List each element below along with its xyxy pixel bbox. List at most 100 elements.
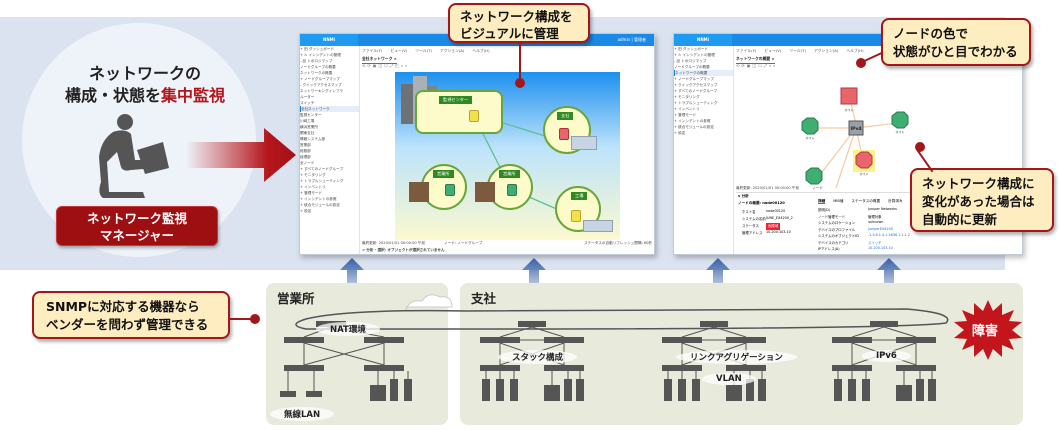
server-icon [848,379,856,401]
menu-item[interactable]: アクション(A) [439,48,465,53]
sidebar-item[interactable]: + クイックアクセスマップ [674,83,718,87]
detail-tab[interactable]: 計算済み [888,199,903,203]
sidebar-item[interactable]: 総務部 [300,149,311,153]
node-critical-top[interactable]: ホスト [840,87,858,112]
detail-value: node00120 [766,209,786,213]
analysis-title[interactable]: v 分析 [738,194,749,198]
tab-network[interactable]: 全社ネットワーク × [362,56,397,64]
cloud-icon [405,294,453,312]
sidebar-item[interactable]: + 設定 [300,209,312,213]
menu-item[interactable]: ヘルプ(H) [472,48,490,53]
detail-key: システムの名前 [742,217,766,221]
sidebar-item[interactable]: ノードグループの概要 [300,65,336,69]
topology-map-canvas[interactable]: 監視センター 支社 営業所 営業所 工場 [395,72,620,240]
sidebar-item[interactable]: + モニタリング [300,173,326,177]
detail-key: 管理アドレス [742,231,763,235]
callout-auto-update: ネットワーク構成に 変化があった場合は 自動的に更新 [910,168,1054,232]
group-label-monitoring-center: 監視センター [439,96,473,104]
sidebar-item[interactable]: + 統合モジュールの設定 [674,125,714,129]
sidebar-item[interactable]: - クイックアクセスマップ [300,83,342,87]
sidebar-item[interactable]: + 田 ダッシュボード [674,47,709,51]
sidebar-item[interactable]: 川崎工場 [300,119,315,123]
menu-item[interactable]: ファイル(F) [362,48,383,53]
sidebar-item[interactable]: 全ノード [300,161,315,165]
menu-item[interactable]: ビュー(V) [764,48,782,53]
sidebar-item[interactable]: 経理部 [300,155,311,159]
map-toolbar[interactable]: ⟲⟳▣◫☐⤢◰⌕⌕ [362,63,410,68]
sidebar-item[interactable]: + 管理モード [300,191,323,195]
sidebar-item[interactable]: + トラブルシューティング [300,179,344,183]
status-node: ノード [812,186,823,190]
detail-value: 危険域 [766,223,781,230]
sidebar-item[interactable]: + インベントリ [674,107,700,111]
sidebar-item[interactable]: + モニタリング [674,95,700,99]
hero-headline: ネットワークの 構成・状態を集中監視 [30,63,260,107]
server-icon [576,379,584,401]
sidebar-item[interactable]: + 管理モード [674,113,697,117]
network-link [681,326,715,338]
menu-item[interactable]: ファイル(F) [736,48,757,53]
sidebar-item[interactable]: ルーター [300,95,315,99]
sidebar-item[interactable]: + インシデントの参照 [300,197,337,201]
user-info[interactable]: admin | 管理者 [617,37,646,42]
sidebar-item[interactable]: 情報システム部 [300,137,326,141]
sidebar-item[interactable]: 横浜営業所 [300,125,318,129]
network-overview-graph[interactable]: ホスト IPv4 ホスト ホスト ホスト [736,68,986,188]
node-factory[interactable] [571,210,581,222]
sidebar-item[interactable]: ネットワークの概要 [300,71,333,75]
tab-network-overview[interactable]: ネットワークの概要 × [736,56,775,64]
detail-key: ステータス [742,224,759,228]
node-sales-office-1[interactable] [445,184,455,196]
detail-tab[interactable]: ステータスの概要 [851,199,881,203]
menu-item[interactable]: ヘルプ(H) [846,48,864,53]
node-sales-office-2[interactable] [507,184,517,196]
sidebar-item[interactable]: + インベントリ [300,185,326,189]
node-router-ipv4[interactable]: IPv4 [848,120,864,136]
node-normal-right[interactable]: ホスト [891,111,909,134]
sidebar-item[interactable]: - 品 トポロジマップ [300,59,333,63]
detail-tab[interactable]: 詳細 [818,199,826,204]
sidebar-item[interactable]: + トラブルシューティング [674,101,718,105]
sidebar-item[interactable]: + すべてのノードグループ [674,89,718,93]
menu-item[interactable]: アクション(A) [813,48,839,53]
sidebar-item[interactable]: + 田 ダッシュボード [300,47,335,51]
sidebar-item[interactable]: + インシデントの参照 [674,119,711,123]
detail-tab[interactable]: MIB値 [833,199,844,203]
map-toolbar[interactable]: ⟲⟳▣◫☐⤢⌕⌕ [736,63,778,68]
node-monitoring-center[interactable] [469,110,479,122]
node-normal-bottom[interactable] [805,167,823,185]
node-critical-highlighted[interactable]: ホスト [853,150,875,176]
sidebar-item[interactable]: スイッチ [300,101,315,105]
wireless-ap-icon [280,391,296,397]
detail-value: 10.200.103.10 [766,230,791,234]
sidebar-item[interactable]: 関東支社 [300,131,315,135]
router-icon [518,321,546,327]
sidebar-item[interactable]: + すべてのノードグループ [300,167,344,171]
sidebar-item[interactable]: 監視センター [300,113,322,117]
sidebar-item[interactable]: + ⚠ インシデントの管理 [674,53,715,57]
switch-icon [832,337,872,343]
sidebar-item[interactable]: 営業部 [300,143,311,147]
menu-item[interactable]: ツール(T) [415,48,432,53]
sidebar-item[interactable]: + ノードグループマップ [674,77,714,81]
node-branch[interactable] [559,128,569,140]
sidebar-item[interactable]: ノードグループの概要 [674,65,710,69]
menu-item[interactable]: ビュー(V) [390,48,408,53]
sidebar-item[interactable]: + 設定 [674,131,686,135]
detail-value: JUNE_EX4200_2 [766,216,793,220]
property-key: デバイスのプロファイル [818,227,856,232]
menu-bar: ファイル(F) ビュー(V) ツール(T) アクション(A) ヘルプ(H) [736,48,872,54]
sidebar-item[interactable]: ネットワークの概要 [674,70,733,76]
menu-item[interactable]: ツール(T) [789,48,806,53]
node-normal-left[interactable]: ホスト [801,117,819,140]
sidebar-item[interactable]: 全社ネットワーク [300,106,359,112]
sidebar-item[interactable]: + ノードグループマップ [300,77,340,81]
analysis-bar[interactable]: > 分析 - 選択: オブジェクトが選択されていません [362,248,445,252]
sidebar-item[interactable]: + ⚠ インシデントの管理 [300,53,341,57]
property-key: システムのロケーション [818,221,856,225]
detail-tabs: 詳細 MIB値 ステータスの概要 計算済み [818,199,911,204]
sidebar-item[interactable]: - 品 トポロジマップ [674,59,707,63]
sidebar-item[interactable]: + 統合モジュールの設定 [300,203,340,207]
sidebar-item[interactable]: ネットワーキングインフラ [300,89,343,93]
